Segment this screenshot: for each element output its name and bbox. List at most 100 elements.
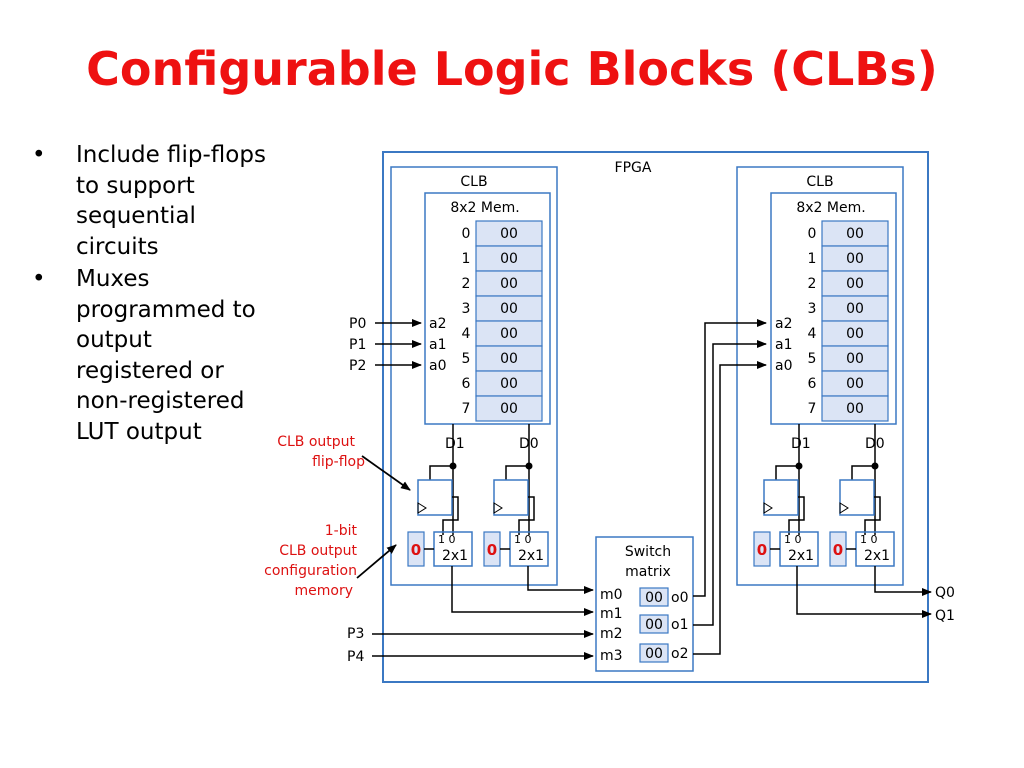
addr-input-label: a2	[429, 316, 447, 332]
callout-config: 1-bit CLB output configuration memory	[264, 523, 397, 599]
left-clb-wires	[451, 566, 594, 616]
left-inputs: P0 P1 P2	[349, 316, 422, 374]
switch-output-label: o2	[671, 646, 688, 662]
switch-output-label: o1	[671, 617, 688, 633]
mem-cell	[475, 395, 543, 422]
mem-cell-value: 00	[500, 276, 518, 292]
clb-label: CLB	[460, 174, 487, 190]
fpga-frame	[382, 151, 929, 683]
right-clb-outputs: Q0 Q1	[796, 566, 955, 624]
mem-cell-value: 00	[500, 401, 518, 417]
mem-cell-value: 00	[500, 351, 518, 367]
mem-cell	[821, 370, 889, 397]
addr-input-label: a1	[429, 337, 447, 353]
mem-cell	[475, 270, 543, 297]
mem-cell-value: 00	[846, 326, 864, 342]
clb-box	[736, 166, 904, 586]
bullet-text: Muxes programmed to output registered or…	[76, 266, 256, 445]
mem-address: 4	[462, 326, 471, 342]
mem-cell-value: 00	[846, 251, 864, 267]
mem-cell	[475, 245, 543, 272]
mem-cell	[475, 320, 543, 347]
clb-box	[390, 166, 558, 586]
mem-address: 6	[462, 376, 471, 392]
mem-cell-value: 00	[846, 376, 864, 392]
bullet-dot-icon: •	[32, 266, 46, 292]
callout-config-line3: configuration	[264, 563, 357, 579]
addr-input-label: a0	[775, 358, 793, 374]
mem-cell	[821, 395, 889, 422]
input-label-p2: P2	[349, 358, 366, 374]
lut-memory	[770, 192, 897, 425]
mem-address: 3	[462, 301, 471, 317]
data-output-d1: D1	[445, 436, 465, 452]
input-label-p3: P3	[347, 626, 364, 642]
mem-address: 2	[808, 276, 817, 292]
switch-input-label: m0	[600, 587, 623, 603]
config-bit-value: 0	[833, 541, 843, 559]
config-bit-value: 0	[411, 541, 421, 559]
switch-output-wires	[693, 319, 767, 655]
mem-cell-value: 00	[500, 376, 518, 392]
slide-title: Configurable Logic Blocks (CLBs)	[86, 42, 938, 96]
mux-input-labels: 1 0	[860, 533, 878, 546]
mem-cell-value: 00	[500, 301, 518, 317]
mux-label: 2x1	[788, 548, 814, 564]
mem-cell-value: 00	[846, 301, 864, 317]
mux-label: 2x1	[442, 548, 468, 564]
mem-cell-value: 00	[500, 326, 518, 342]
mux-input-labels: 1 0	[438, 533, 456, 546]
mem-address: 1	[462, 251, 471, 267]
switch-config-value: 00	[645, 590, 663, 606]
callout-flipflop-line2: flip-flop	[312, 454, 365, 470]
mem-cell-value: 00	[846, 401, 864, 417]
mux-input-labels: 1 0	[784, 533, 802, 546]
bullet-dot-icon: •	[32, 142, 46, 168]
mem-cell-value: 00	[500, 251, 518, 267]
switch-input-label: m2	[600, 626, 623, 642]
callout-config-line2: CLB output	[279, 543, 357, 559]
bullet-list: •Include flip-flops to support sequentia…	[32, 140, 272, 449]
callout-config-line1: 1-bit	[325, 523, 358, 539]
addr-input-label: a2	[775, 316, 793, 332]
addr-input-label: a0	[429, 358, 447, 374]
mem-address: 5	[462, 351, 471, 367]
mem-address: 5	[808, 351, 817, 367]
mux-label: 2x1	[518, 548, 544, 564]
mem-address: 7	[808, 401, 817, 417]
output-label-q1: Q1	[935, 608, 955, 624]
switch-output-label: o0	[671, 590, 688, 606]
callout-flipflop-line1: CLB output	[277, 434, 355, 450]
output-label-q0: Q0	[935, 585, 955, 601]
input-label-p0: P0	[349, 316, 366, 332]
mem-cell	[821, 245, 889, 272]
mem-address: 0	[808, 226, 817, 242]
data-output-d1: D1	[791, 436, 811, 452]
mem-address: 0	[462, 226, 471, 242]
bullet-item: • Muxes programmed to output registered o…	[32, 264, 272, 447]
config-bit-value: 0	[487, 541, 497, 559]
lut-memory	[424, 192, 551, 425]
mem-cell-value: 00	[846, 276, 864, 292]
clb-label: CLB	[806, 174, 833, 190]
mem-address: 4	[808, 326, 817, 342]
mem-address: 2	[462, 276, 471, 292]
callout-config-line4: memory	[295, 583, 354, 599]
mem-cell	[821, 345, 889, 372]
mux-label: 2x1	[864, 548, 890, 564]
bullet-item: •Include flip-flops to support sequentia…	[32, 140, 272, 262]
mem-cell-value: 00	[500, 226, 518, 242]
switch-input-label: m1	[600, 606, 623, 622]
mem-cell	[475, 345, 543, 372]
mux-input-labels: 1 0	[514, 533, 532, 546]
mem-address: 7	[462, 401, 471, 417]
switch-input-label: m3	[600, 648, 623, 664]
mem-cell-value: 00	[846, 351, 864, 367]
input-label-p1: P1	[349, 337, 366, 353]
switch-config-value: 00	[645, 646, 663, 662]
switch-label-line2: matrix	[625, 564, 671, 580]
callout-flipflop: CLB output flip-flop	[277, 434, 411, 491]
